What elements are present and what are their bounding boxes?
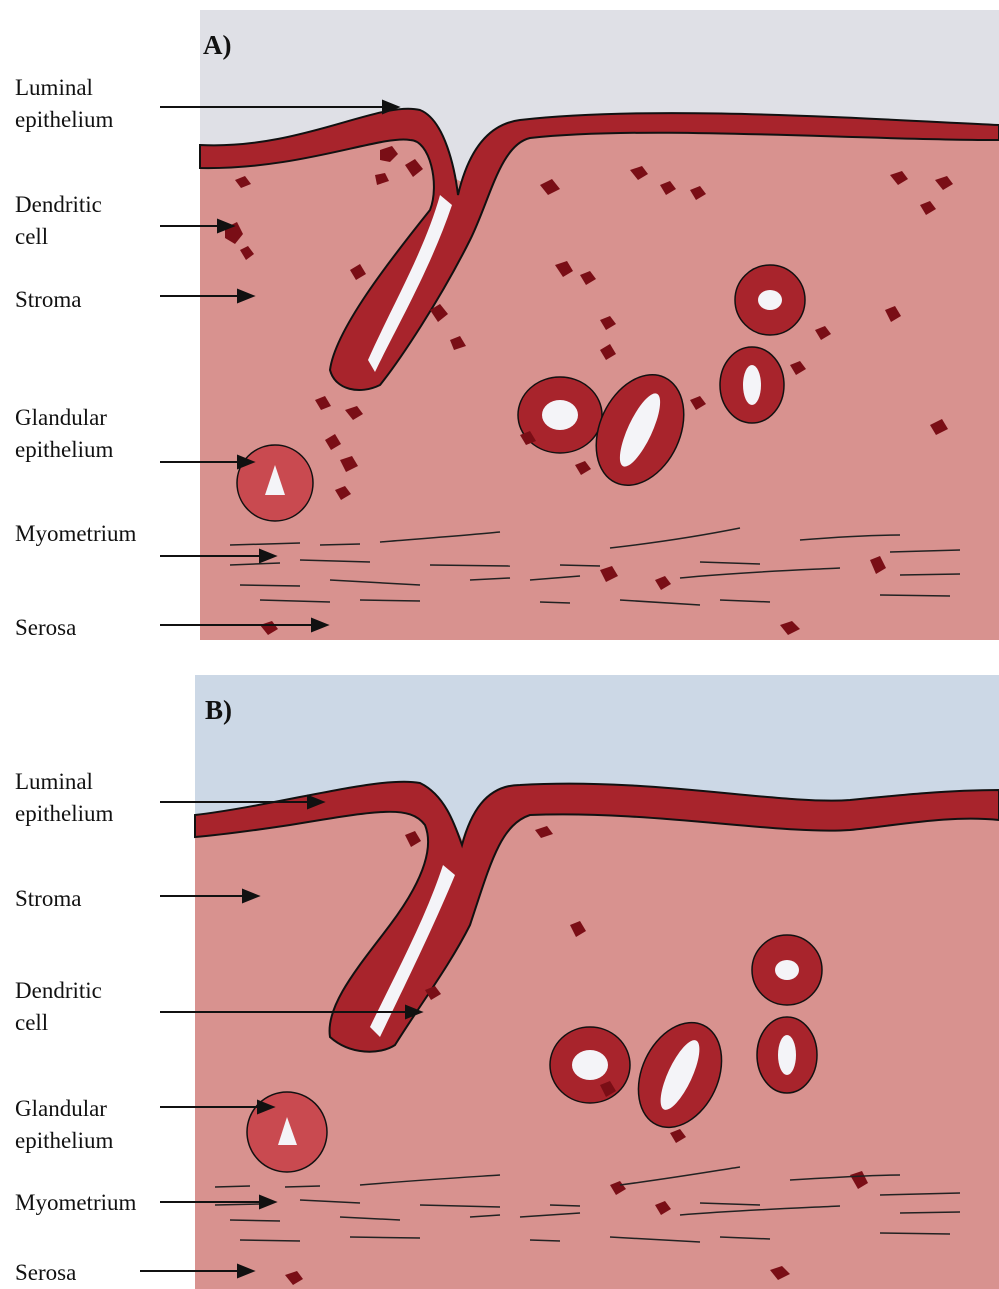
label-luminal-epithelium: Luminal epithelium xyxy=(15,766,113,830)
label-dendritic-cell: Dendritic cell xyxy=(15,189,102,253)
label-glandular-epithelium: Glandular epithelium xyxy=(15,402,113,466)
panel-label-b: B) xyxy=(205,695,232,726)
label-stroma: Stroma xyxy=(15,284,81,316)
panel-b: B) Luminal epithelium Stroma Dendritic c… xyxy=(0,665,999,1289)
label-serosa: Serosa xyxy=(15,1257,76,1289)
panel-b-illustration xyxy=(0,665,999,1289)
label-stroma: Stroma xyxy=(15,883,81,915)
label-serosa: Serosa xyxy=(15,612,76,644)
panel-label-a: A) xyxy=(203,30,232,61)
panel-a-illustration xyxy=(0,0,999,645)
label-dendritic-cell: Dendritic cell xyxy=(15,975,102,1039)
label-myometrium: Myometrium xyxy=(15,1187,136,1219)
label-luminal-epithelium: Luminal epithelium xyxy=(15,72,113,136)
label-myometrium: Myometrium xyxy=(15,518,136,550)
label-glandular-epithelium: Glandular epithelium xyxy=(15,1093,113,1157)
panel-a: A) Luminal epithelium Dendritic cell Str… xyxy=(0,0,999,645)
